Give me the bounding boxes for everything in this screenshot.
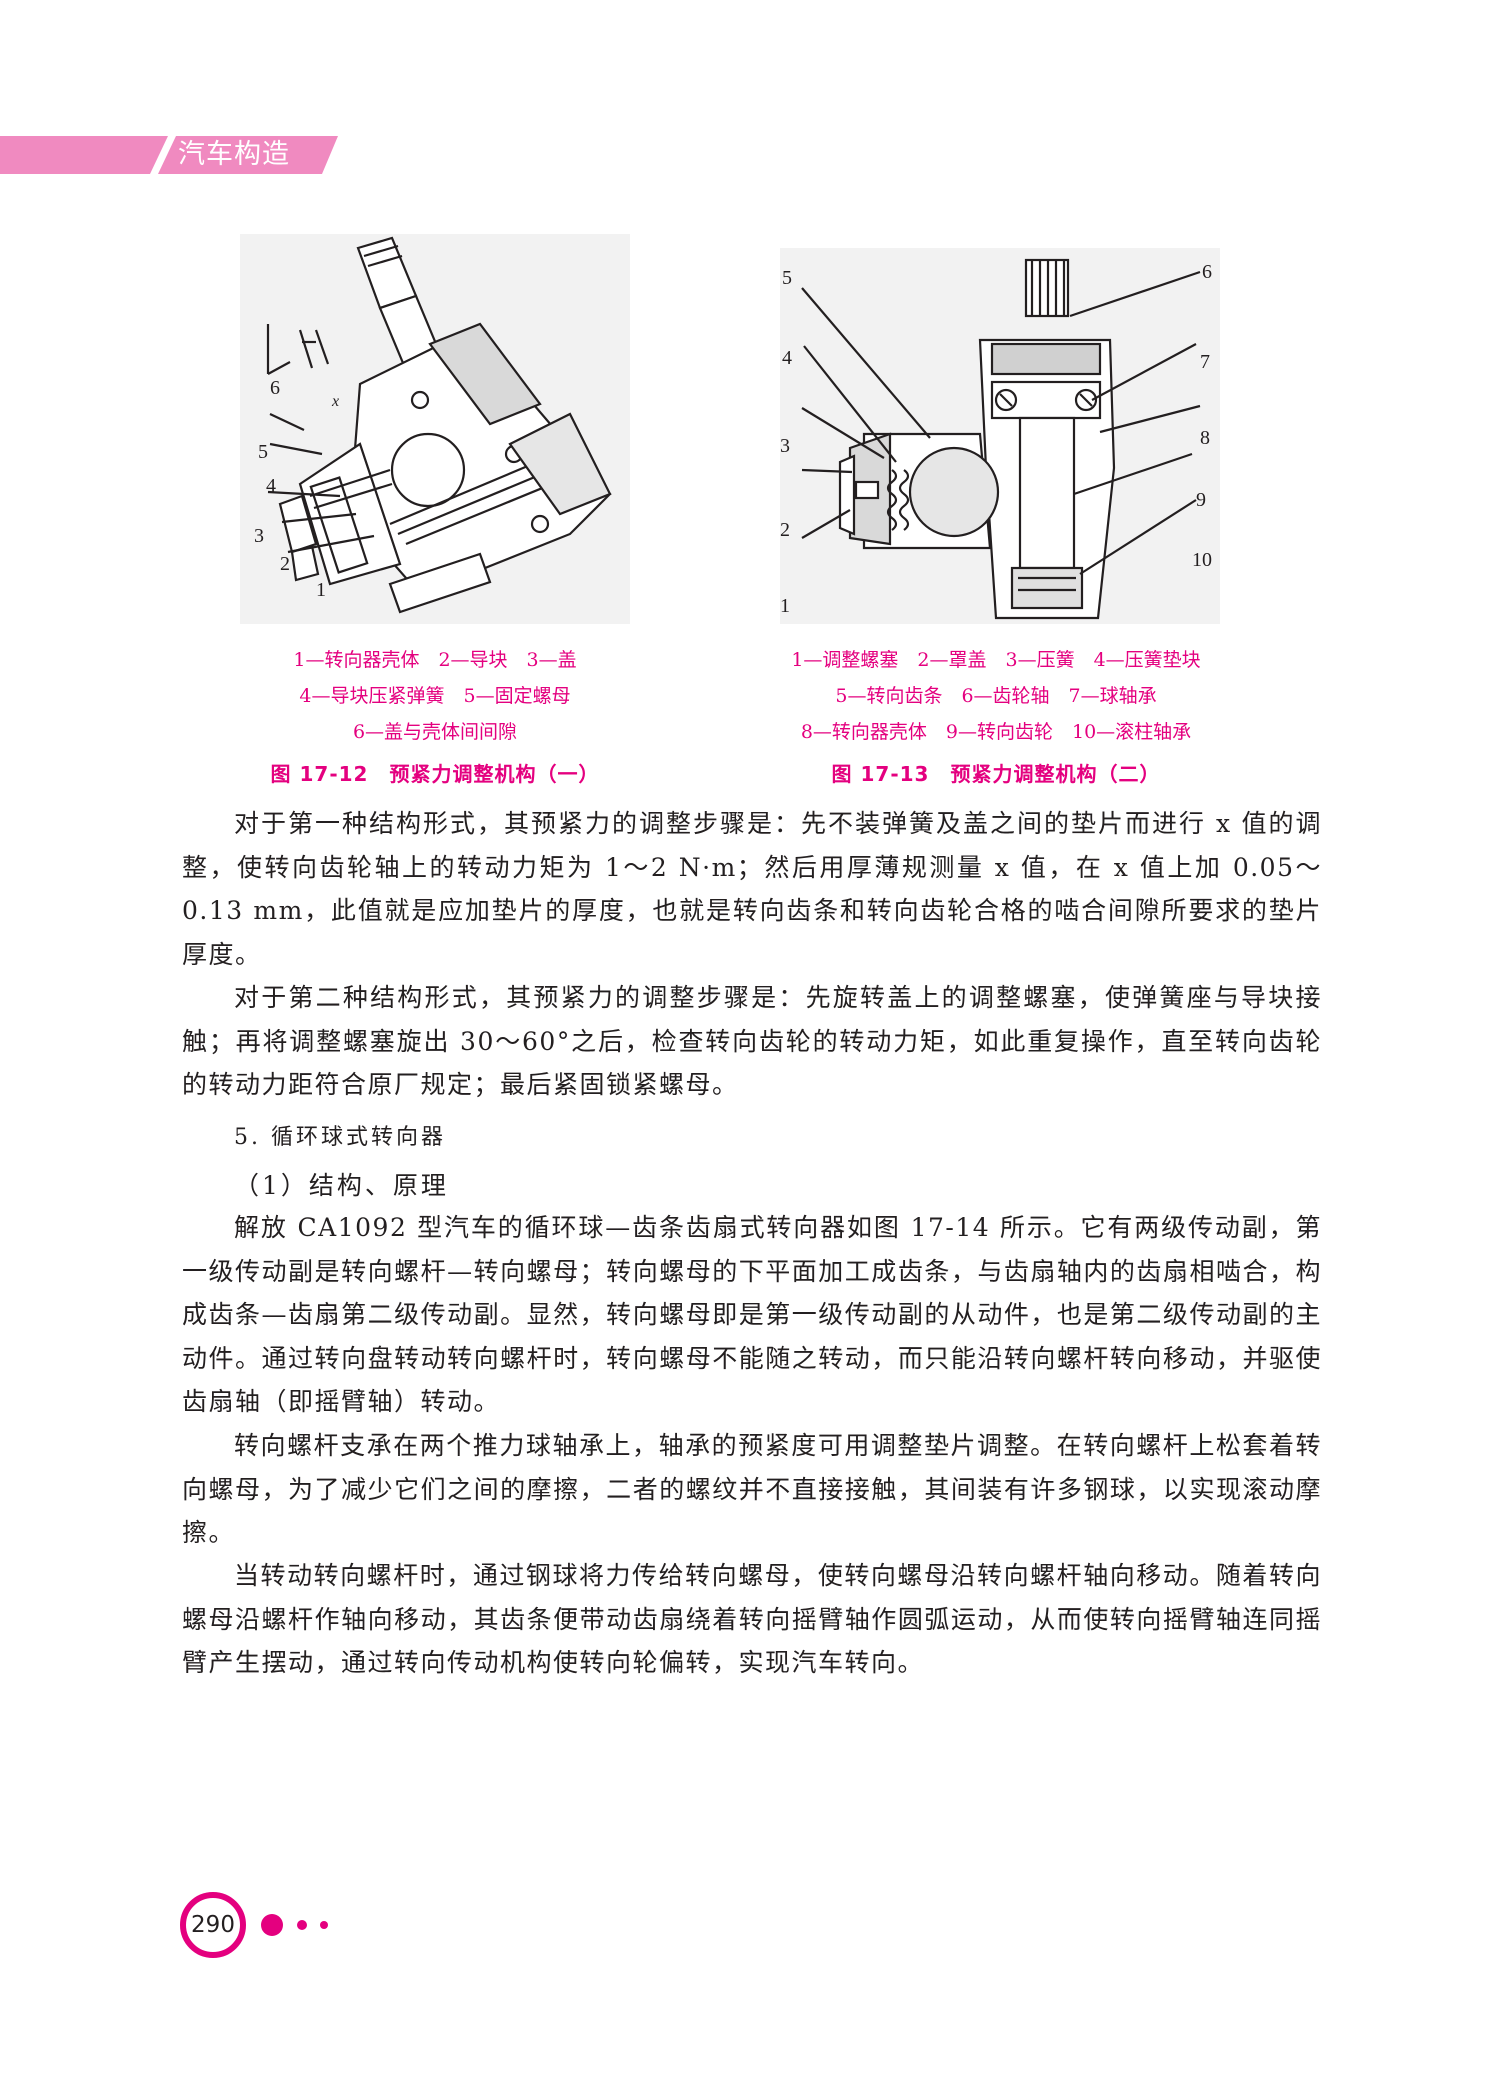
figure-17-13-legend-line: 1—调整螺塞 2—罩盖 3—压簧 4—压簧垫块 [791, 649, 1201, 671]
callout-label: 5 [258, 441, 268, 463]
callout-label: 1 [780, 595, 790, 617]
callout-label: 4 [782, 347, 792, 369]
section-heading: 5. 循环球式转向器 [234, 1125, 446, 1150]
callout-label: 5 [782, 267, 792, 289]
figure-17-12-legend-line: 6—盖与壳体间间隙 [352, 721, 518, 743]
figure-17-13-caption: 图 17-13 预紧力调整机构（二） [831, 762, 1161, 786]
callout-label: 4 [266, 475, 276, 497]
callout-label: 1 [316, 579, 326, 601]
body-paragraph: 解放 CA1092 型汽车的循环球—齿条齿扇式转向器如图 17-14 所示。它有… [182, 1213, 1322, 1416]
header-band [0, 136, 338, 174]
callout-label: 6 [1202, 261, 1212, 283]
body-paragraph: 对于第二种结构形式，其预紧力的调整步骤是：先旋转盖上的调整螺塞，使弹簧座与导块接… [182, 983, 1322, 1099]
figure-17-13-legend-line: 5—转向齿条 6—齿轮轴 7—球轴承 [835, 685, 1157, 707]
book-title: 汽车构造 [178, 139, 290, 170]
callout-label: 2 [780, 519, 790, 541]
figure-17-12: 6 x 5 4 3 2 1 [240, 234, 630, 624]
figure-17-13-legend-line: 8—转向器壳体 9—转向齿轮 10—滚柱轴承 [800, 721, 1192, 743]
subsection-heading: （1）结构、原理 [234, 1171, 449, 1200]
figure-17-12-legend-line: 4—导块压紧弹簧 5—固定螺母 [299, 685, 571, 707]
page-number: 290 [191, 1912, 235, 1938]
page-number-badge [180, 1892, 246, 1958]
figure-17-12-caption: 图 17-12 预紧力调整机构（一） [270, 762, 600, 786]
body-paragraph: 转向螺杆支承在两个推力球轴承上，轴承的预紧度可用调整垫片调整。在转向螺杆上松套着… [182, 1431, 1322, 1547]
figure-17-13-drawing [780, 248, 1220, 624]
callout-label: x [332, 393, 340, 410]
body-paragraph: 对于第一种结构形式，其预紧力的调整步骤是：先不装弹簧及盖之间的垫片而进行 x 值… [182, 809, 1322, 969]
figure-17-12-legend-line: 1—转向器壳体 2—导块 3—盖 [293, 649, 577, 671]
callout-label: 3 [254, 525, 264, 547]
callout-label: 7 [1200, 351, 1210, 373]
callout-label: 10 [1192, 549, 1212, 571]
callout-label: 2 [280, 553, 290, 575]
callout-label: 3 [780, 435, 790, 457]
body-paragraph: 当转动转向螺杆时，通过钢球将力传给转向螺母，使转向螺母沿转向螺杆轴向移动。随着转… [182, 1561, 1322, 1677]
callout-label: 6 [270, 377, 280, 399]
callout-label: 9 [1196, 489, 1206, 511]
page-dots-decoration [261, 1914, 328, 1936]
callout-label: 8 [1200, 427, 1210, 449]
figure-17-13: 5 4 3 2 1 6 7 8 9 10 [780, 248, 1220, 624]
figure-17-12-drawing [240, 234, 630, 624]
